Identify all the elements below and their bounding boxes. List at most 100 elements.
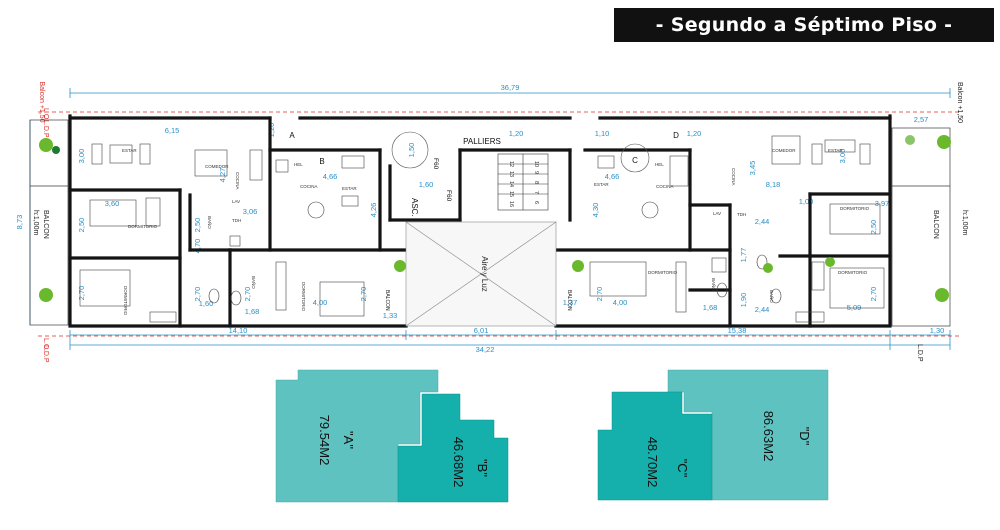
- unit-labels: "A" 79.54M2 "B" 46.68M2 "C" 48.70M2 "D" …: [317, 411, 812, 488]
- plant-icon: [39, 288, 53, 302]
- label-balcon-bottom-mid: BALCON: [566, 290, 572, 311]
- room-estar-a: ESTAR: [122, 148, 137, 153]
- dim-426: 4,26: [369, 203, 378, 218]
- room-estar-b: ESTAR: [342, 186, 357, 191]
- label-f60a: F60: [432, 158, 439, 170]
- dim-306: 3,06: [243, 207, 258, 216]
- dim-bottom-right: 15,38: [728, 326, 747, 335]
- plant-icon: [763, 263, 773, 273]
- room-estar-c: ESTAR: [594, 182, 609, 187]
- label-balcon-left-top: Balcon +1,50: [38, 81, 45, 122]
- dim-top-left-width: 6,15: [165, 126, 180, 135]
- dim-270c: 2,70: [243, 287, 252, 302]
- stair-num: 7: [533, 191, 539, 194]
- label-lo-tl: L.O.: [42, 108, 49, 121]
- room-cocina-d: COCINA: [731, 168, 736, 186]
- label-balcon-bottom-left: BALCON: [384, 290, 390, 311]
- plant-icon: [937, 135, 951, 149]
- stair-num: 13: [508, 171, 514, 177]
- room-tdh2: TDH: [737, 212, 746, 217]
- label-balcon-side: BALCON: [42, 210, 49, 239]
- plant-icon: [394, 260, 406, 272]
- dim-110: 1,10: [595, 129, 610, 138]
- walls: [68, 114, 892, 328]
- label-asc: ASC.: [410, 198, 419, 217]
- room-bano-c: BAÑO: [711, 278, 717, 291]
- core-labels: PALLIERS ASC. F60 F60 A B C D: [289, 131, 679, 217]
- dim-190: 1,90: [739, 293, 748, 308]
- room-cocina-a: COCINA: [235, 172, 240, 190]
- label-palliers: PALLIERS: [463, 137, 501, 146]
- room-dorm-d1: DORMITORIO: [840, 206, 870, 211]
- label-balcon-right-top: Balcon +1,50: [956, 82, 963, 123]
- unit-c-shape: [597, 391, 713, 501]
- dim-total-bottom: 34,22: [476, 345, 495, 354]
- furniture: [79, 135, 885, 323]
- property-lines: [38, 111, 962, 337]
- dim-300a: 3,00: [77, 149, 86, 164]
- dim-345: 3,45: [748, 161, 757, 176]
- room-dorm-a2: DORMITORIO: [123, 286, 128, 316]
- room-cocina-c: COCINA: [656, 184, 674, 189]
- dim-100: 1,00: [799, 197, 814, 206]
- dim-470: 4,70: [193, 239, 202, 254]
- room-dorm-d2: DORMITORIO: [838, 270, 868, 275]
- label-balcon-side-r: BALCON: [932, 210, 939, 239]
- dim-427: 4,27: [218, 168, 227, 183]
- stair-num: 12: [508, 161, 514, 167]
- label-h100-right: h:1,00m: [961, 210, 968, 235]
- room-dorm-a1: DORMITORIO: [128, 224, 158, 229]
- room-tdh: TDH: [232, 218, 241, 223]
- label-unit-a: A: [289, 131, 295, 140]
- dim-270a: 2,70: [77, 286, 86, 301]
- stair-num: 15: [508, 191, 514, 197]
- unit-a-shape: [275, 369, 439, 503]
- unit-a-area: 79.54M2: [317, 415, 332, 466]
- dim-270f: 2,70: [869, 287, 878, 302]
- room-labels: ESTAR ESTAR COMEDOR COMEDOR COCINA COCIN…: [122, 148, 870, 316]
- room-cocina-b: COCINA: [300, 184, 318, 189]
- dim-133: 1,33: [383, 311, 398, 320]
- stair-num: 8: [533, 181, 539, 184]
- dim-bottom-left: 14,10: [229, 326, 248, 335]
- dim-left-height: 8,73: [15, 215, 24, 230]
- dim-509: 5,09: [847, 303, 862, 312]
- dim-168b: 1,68: [703, 303, 718, 312]
- label-lo-bl: L.O.: [42, 338, 49, 351]
- dim-top-right-width: 2,57: [914, 115, 929, 124]
- plant-icon: [52, 146, 60, 154]
- floor-title: - Segundo a Séptimo Piso -: [655, 14, 953, 36]
- elevator-hall-circle: [391, 131, 429, 169]
- stair-num: 10: [533, 161, 539, 167]
- room-hel-c: HEL: [655, 162, 664, 167]
- dim-270e: 2,70: [595, 287, 604, 302]
- dimension-lines: [29, 88, 951, 350]
- label-unit-b: B: [319, 157, 324, 166]
- unit-b-area: 46.68M2: [451, 437, 466, 488]
- room-hel-b: HEL: [294, 162, 303, 167]
- hall-circle-c: [620, 143, 650, 173]
- plant-icon: [905, 135, 915, 145]
- unit-d-name: "D": [797, 427, 812, 446]
- room-dorm-b: DORMITORIO: [301, 282, 306, 312]
- label-unit-c: C: [632, 156, 638, 165]
- floor-title-banner: - Segundo a Séptimo Piso -: [614, 8, 994, 42]
- label-unit-d: D: [673, 131, 679, 140]
- unit-area-blocks: [275, 369, 829, 503]
- dim-total-top: 36,79: [501, 83, 520, 92]
- dim-150: 1,50: [407, 143, 416, 158]
- room-comedor-a: COMEDOR: [205, 164, 229, 169]
- stair-num: 16: [508, 201, 514, 207]
- dimension-texts: 36,79 34,22 14,10 6,01 15,38 1,30 6,15 2…: [15, 83, 944, 354]
- dim-400b: 4,00: [613, 298, 628, 307]
- room-estar-d: ESTAR: [828, 148, 843, 153]
- dim-168a: 1,68: [245, 307, 260, 316]
- dim-160b: 1,60: [419, 180, 434, 189]
- dim-466b: 4,66: [605, 172, 620, 181]
- dim-250a: 2,50: [77, 218, 86, 233]
- dim-137: 1,37: [563, 298, 578, 307]
- label-h100-left: h:1,00m: [32, 210, 39, 235]
- dim-244b: 2,44: [755, 305, 770, 314]
- unit-d-area: 86.63M2: [761, 411, 776, 462]
- light-shaft: [405, 221, 557, 327]
